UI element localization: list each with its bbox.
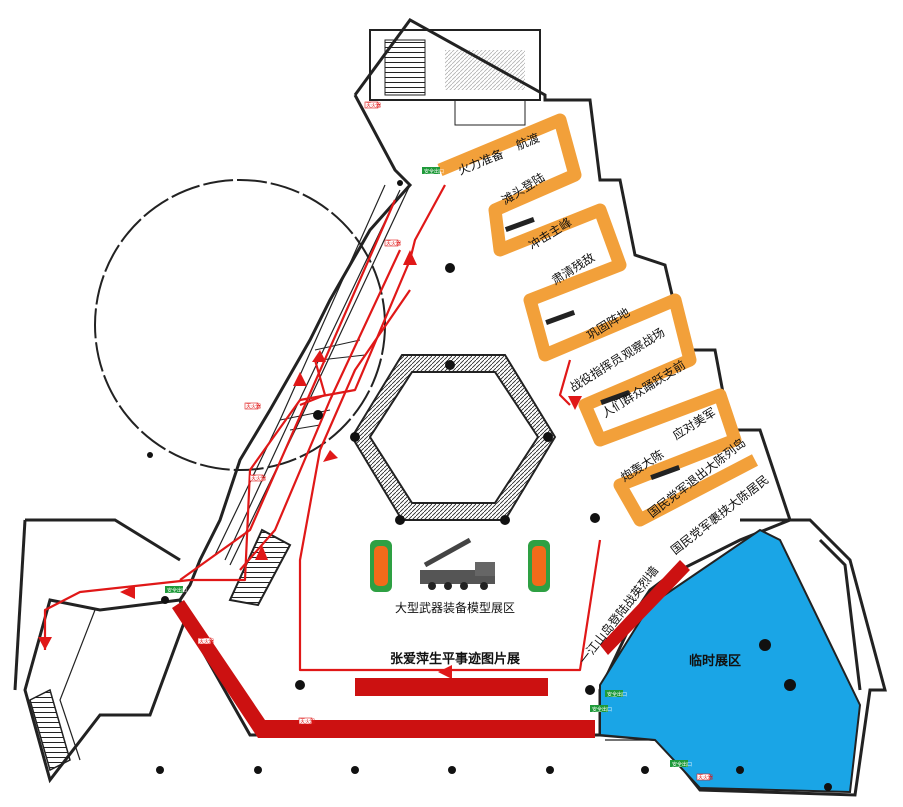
temporary-hall-label: 临时展区 [689, 653, 741, 669]
fire-extinguisher-signs: 灭火器 灭火器 灭火器 灭火器 灭火器 灭火器 灭火器 [197, 101, 713, 781]
pillar-icon [500, 515, 510, 525]
pillar-icon [147, 452, 153, 458]
pillar-icon [784, 679, 796, 691]
circular-hall [94, 179, 386, 471]
pillar-icon [161, 596, 169, 604]
safe-exit-label: 安全出口 [672, 761, 692, 768]
green-display-case-icon [370, 540, 392, 592]
fire-extinguisher-label: 灭火器 [199, 639, 214, 645]
corridor-displays [504, 217, 681, 480]
pillar-icon [759, 639, 771, 651]
photo-exhibit-label: 张爱萍生平事迹图片展 [390, 651, 521, 667]
pillar-icon [445, 360, 455, 370]
direction-arrow-icon [293, 372, 307, 386]
pillar-icon [824, 783, 832, 791]
central-hexagon [350, 354, 557, 521]
pillar-icon [295, 680, 305, 690]
fire-extinguisher-label: 灭火器 [366, 103, 381, 109]
direction-arrow-icon [120, 585, 135, 599]
pillar-icon [254, 766, 262, 774]
pillar-icon [351, 766, 359, 774]
direction-arrow-icon [38, 637, 52, 650]
fire-extinguisher-label: 灭火器 [386, 241, 401, 247]
pillar-icon [641, 766, 649, 774]
safe-exit-label: 安全出口 [424, 168, 444, 175]
pillar-icon [543, 432, 553, 442]
direction-arrow-icon [568, 396, 582, 410]
pillars [147, 180, 832, 791]
pillar-icon [445, 263, 455, 273]
green-display-case-icon [528, 540, 550, 592]
pillar-icon [448, 766, 456, 774]
pillar-icon [546, 766, 554, 774]
fire-extinguisher-label: 灭火器 [300, 719, 315, 725]
fire-extinguisher-label: 灭火器 [246, 404, 261, 410]
pillar-icon [313, 410, 323, 420]
safe-exit-label: 安全出口 [607, 691, 627, 698]
safe-exit-signs: 安全出口 安全出口 安全出口 安全出口 安全出口 [165, 167, 692, 768]
safe-exit-label: 安全出口 [592, 706, 612, 713]
outer-red-wall [172, 600, 595, 738]
pillar-icon [397, 180, 403, 186]
pillar-icon [590, 513, 600, 523]
tour-route [43, 184, 602, 672]
fire-extinguisher-label: 灭火器 [251, 476, 266, 482]
pillar-icon [350, 432, 360, 442]
direction-arrow-icon [312, 350, 326, 362]
photo-exhibit-bar [355, 678, 548, 696]
red-bars [172, 560, 690, 738]
route-arrows [38, 250, 582, 679]
safe-exit-label: 安全出口 [167, 587, 187, 594]
heroes-wall-bar [600, 560, 690, 655]
pillar-icon [736, 766, 744, 774]
pillar-icon [585, 685, 595, 695]
missile-launcher-icon [420, 537, 495, 590]
orange-corridor [437, 113, 759, 527]
weapons-area-label: 大型武器装备模型展区 [395, 601, 515, 615]
section-observe: 观察战场 [619, 325, 667, 362]
pillar-icon [395, 515, 405, 525]
direction-arrow-icon [438, 665, 452, 679]
restroom-block [369, 29, 541, 126]
direction-arrow-icon [255, 545, 268, 560]
direction-arrow-icon [323, 450, 338, 462]
pillar-icon [156, 766, 164, 774]
stairs-left [29, 528, 292, 772]
direction-arrow-icon [403, 250, 417, 265]
fire-extinguisher-label: 灭火器 [698, 775, 713, 781]
